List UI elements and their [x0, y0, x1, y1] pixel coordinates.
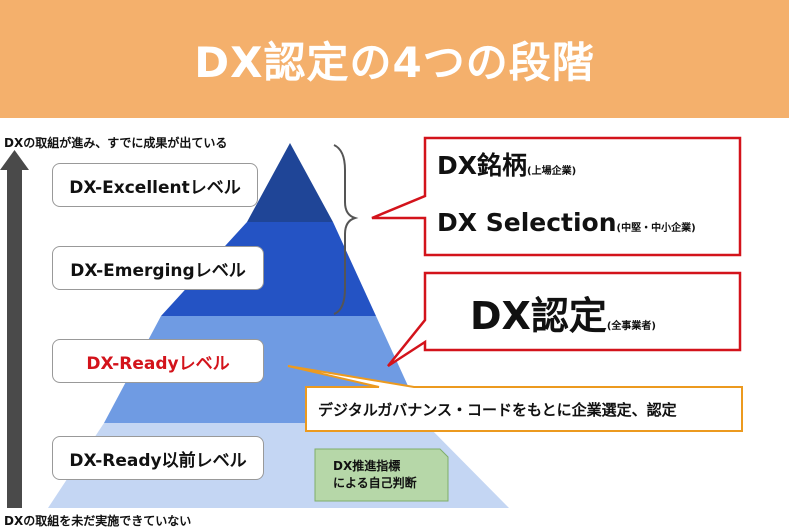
page-title: DX認定の4つの段階 — [194, 37, 595, 87]
axis-arrow-head — [0, 150, 29, 170]
level-emerging-box: DX-Emergingレベル — [52, 246, 264, 290]
callout-top-frame — [371, 136, 742, 257]
note-line2: による自己判断 — [333, 476, 417, 490]
callout-top-line1: DX銘柄(上場企業) — [437, 146, 576, 182]
dx-selection-scope: (中堅・中小企業) — [616, 223, 696, 234]
dx-nintei-title: DX認定 — [470, 294, 607, 338]
callout-top-line2: DX Selection(中堅・中小企業) — [437, 208, 696, 237]
axis-bottom-label: DXの取組を未だ実施できていない — [4, 514, 192, 528]
axis-top-label: DXの取組が進み、すでに成果が出ている — [4, 136, 228, 150]
header-banner: DX認定の4つの段階 — [0, 0, 789, 118]
level-ready-box: DX-Readyレベル — [52, 339, 264, 383]
dx-selection-title: DX Selection — [437, 208, 617, 237]
pyramid-tier-excellent — [247, 143, 333, 222]
pyramid-tier-emerging — [161, 222, 376, 316]
dx-meigara-scope: (上場企業) — [527, 166, 577, 177]
callout-middle-text: DX認定(全事業者) — [470, 285, 656, 340]
callout-bottom-text: デジタルガバナンス・コードをもとに企業選定、認定 — [318, 401, 677, 419]
axis-arrow-shaft — [7, 168, 22, 508]
callout-bottom-frame — [287, 365, 743, 432]
self-assessment-note — [314, 448, 449, 502]
level-pre-ready-box: DX-Ready以前レベル — [52, 436, 264, 480]
self-assessment-note-text: DX推進指標 による自己判断 — [315, 449, 444, 501]
note-line1: DX推進指標 — [333, 459, 401, 473]
callout-middle-frame — [387, 271, 742, 368]
brace-icon — [333, 144, 359, 315]
level-excellent-box: DX-Excellentレベル — [52, 163, 258, 207]
dx-meigara-title: DX銘柄 — [437, 151, 528, 180]
dx-nintei-scope: (全事業者) — [606, 321, 656, 332]
